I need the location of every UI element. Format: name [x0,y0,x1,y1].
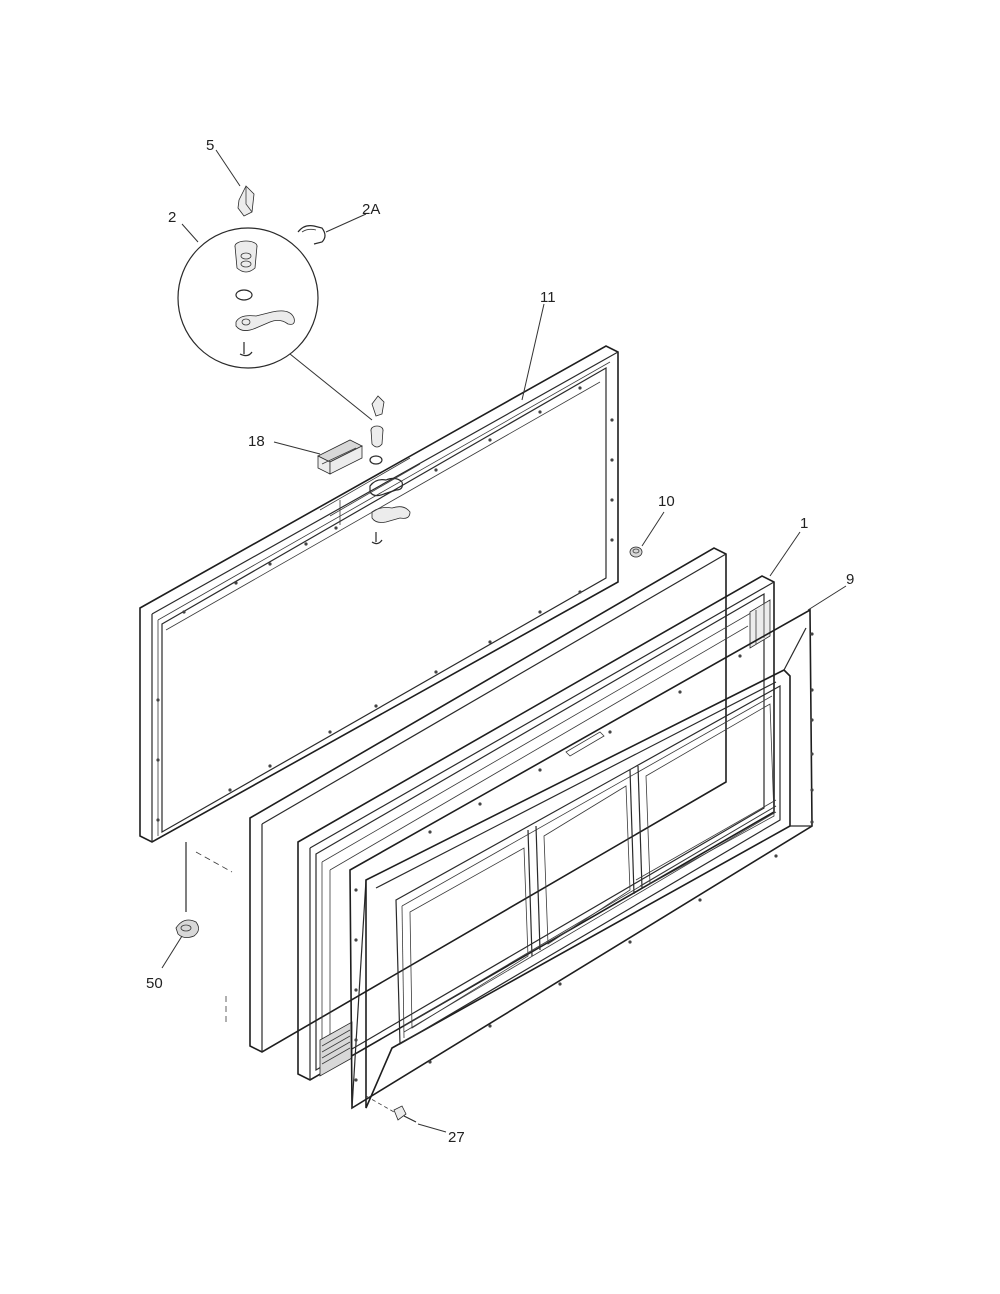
lid-frame-part [139,345,619,843]
washer-detail [235,289,253,301]
callout-2a: 2A [362,201,380,218]
callout-11: 11 [540,289,556,306]
liner-vent-slots [321,1029,351,1065]
grommet-part [175,842,199,938]
callout-18: 18 [248,433,265,450]
callout-27: 27 [448,1129,465,1146]
hinge-arm-detail [235,310,295,331]
callout-10: 10 [658,493,675,510]
panel-flange-holes [354,632,814,1082]
callout-50: 50 [146,975,163,992]
callout-9: 9 [846,571,854,588]
hinge-housing-detail [234,240,258,273]
hinge-clip-part [297,225,326,245]
lid-hinge-assembly [369,395,411,545]
inner-door-panel-part [349,608,813,1110]
panel-bottom-ribs [403,799,777,1033]
screw-part [365,1095,417,1123]
callout-leaders [161,149,847,1133]
callout-5: 5 [206,137,214,154]
callout-2: 2 [168,209,176,226]
handle-bracket-part [317,439,363,475]
lid-frame-holes [156,386,614,822]
callout-1: 1 [800,515,808,532]
bumper-part [629,546,643,558]
hinge-screw-detail [239,342,253,357]
insulation-panel [249,547,727,1053]
hinge-detail-circle [177,227,319,369]
hinge-cap-part [237,185,255,217]
